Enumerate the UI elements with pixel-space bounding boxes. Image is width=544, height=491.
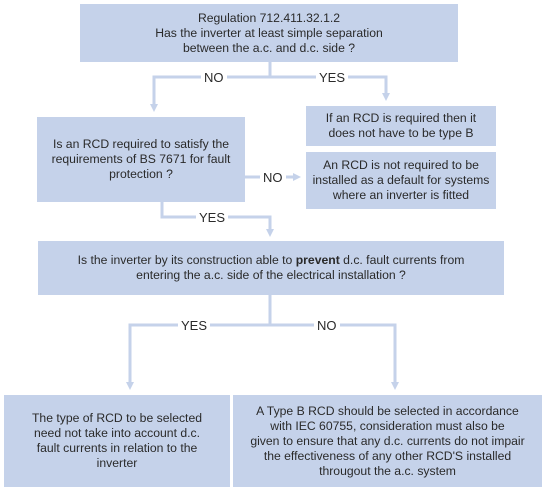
rcd-type-selection-box: The type of RCD to be selected need not … [4,395,230,487]
regulation-line-3: between the a.c. and d.c. side ? [182,40,356,55]
prevent-emphasis: prevent [295,253,340,267]
type-b-line-4: the effectiveness of any other RCD'S ins… [263,448,512,463]
not-required-line-1: An RCD is not required to be [323,158,479,172]
type-selection-line-4: inverter [96,456,138,470]
prevent-line-1: Is the inverter by its construction able… [78,253,465,268]
regulation-line-1: Regulation 712.411.32.1.2 [197,10,341,25]
label-yes-2: YES [196,210,229,225]
label-no-3: NO [314,318,340,333]
prevent-line-2: entering the a.c. side of the electrical… [136,268,406,282]
not-type-b-line-2: does not have to be type B [328,126,474,140]
rcd-question-line-3: protection ? [109,167,173,181]
label-no-2: NO [260,170,286,185]
connector-prevent-no [270,323,399,390]
type-b-line-1: A Type B RCD should be selected in accor… [256,403,519,418]
rcd-not-required-box: An RCD is not required to be installed a… [306,152,496,209]
prevent-line-1-start: Is the inverter by its construction able… [77,253,296,267]
rcd-question-line-1: Is an RCD required to satisfy the [52,137,230,151]
type-selection-line-3: fault currents in relation to the [36,441,198,455]
prevent-dc-question-box: Is the inverter by its construction able… [38,241,504,295]
type-selection-line-1: The type of RCD to be selected [31,411,203,425]
not-required-line-2: installed as a default for systems [312,173,490,187]
not-type-b-line-1: If an RCD is required then it [325,111,477,125]
not-required-line-3: where an inverter is fitted [332,188,470,202]
label-yes-3: YES [178,318,211,333]
rcd-question-line-2: requirements of BS 7671 for fault [51,152,231,166]
regulation-question-box: Regulation 712.411.32.1.2 Has the invert… [80,4,458,62]
prevent-line-1-end: d.c. fault currents from [339,253,465,267]
connector-regulation-yes [270,75,390,101]
type-selection-line-2: need not take into account d.c. [33,426,200,440]
label-yes-1: YES [316,70,349,85]
label-no-1: NO [201,70,227,85]
type-b-line-5: througout the a.c. system [319,463,456,478]
connector-prevent-yes [126,295,272,390]
connector-regulation-no [150,62,272,112]
type-b-line-2: with IEC 60755, consideration must also … [270,418,505,433]
not-type-b-box: If an RCD is required then it does not h… [306,106,496,146]
rcd-required-question-box: Is an RCD required to satisfy the requir… [37,117,245,202]
regulation-line-2: Has the inverter at least simple separat… [155,25,383,40]
type-b-line-3: given to ensure that any d.c. currents d… [250,433,525,448]
type-b-rcd-box: A Type B RCD should be selected in accor… [233,395,542,487]
